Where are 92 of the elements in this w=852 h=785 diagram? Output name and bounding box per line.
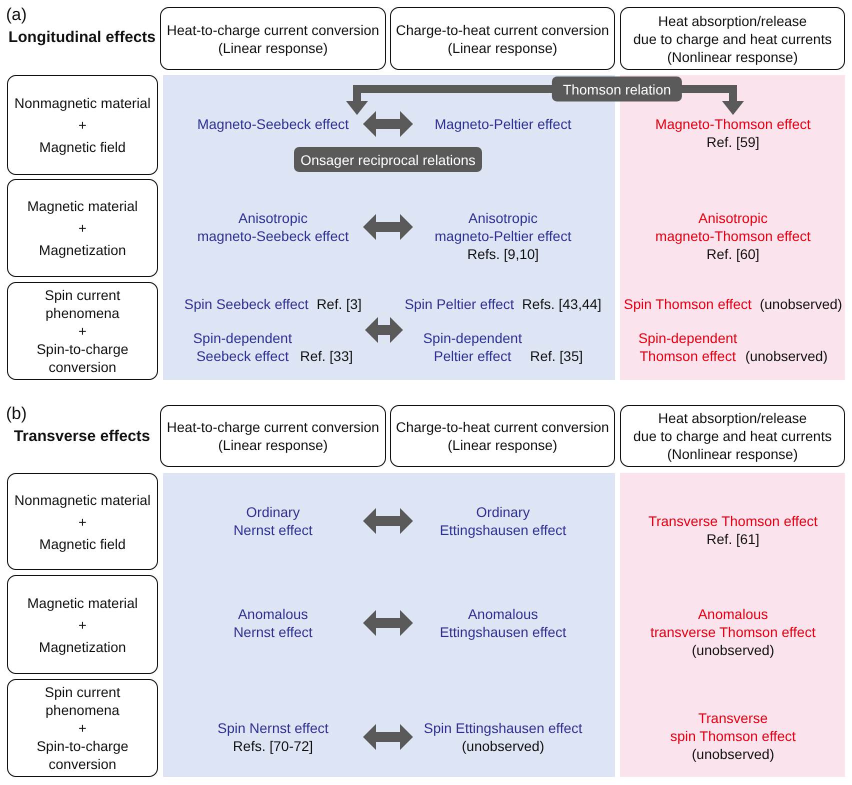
panel-title: Transverse effects xyxy=(14,428,150,447)
column-header xyxy=(620,7,845,70)
effect-name: Spin Thomson effect xyxy=(624,295,752,313)
effect-name: Anomalous Nernst effect xyxy=(233,605,313,641)
row-header-text: Magnetic material xyxy=(27,197,138,215)
row-header xyxy=(7,179,158,277)
effect-name: Transverse Thomson effect xyxy=(648,512,818,530)
effect-name: Spin Seebeck effect xyxy=(184,295,309,313)
row-header-text: Nonmagnetic material xyxy=(14,94,151,112)
row-header-text: Spin-to-charge conversion xyxy=(36,340,128,376)
row-header-text: Magnetic field xyxy=(39,534,126,552)
row-header-text: + xyxy=(78,512,87,530)
row-header-text: + xyxy=(78,322,87,340)
effect-name: Ordinary Nernst effect xyxy=(233,503,313,539)
shaded-column xyxy=(620,473,845,777)
row-header-text: + xyxy=(78,219,87,237)
row-header xyxy=(7,575,158,674)
row-header-text: + xyxy=(78,719,87,737)
note-text: Refs. [43,44] xyxy=(522,295,602,313)
row-header-text: Spin-to-charge conversion xyxy=(36,737,128,773)
header-text: (Linear response) xyxy=(218,38,328,56)
header-text: Charge-to-heat current conversion xyxy=(396,418,610,436)
effect-name: Spin Ettingshausen effect xyxy=(424,719,582,737)
row-header-text: Magnetic field xyxy=(39,138,126,156)
note-text: Ref. [35] xyxy=(530,347,583,365)
effect-name: Magneto-Seebeck effect xyxy=(197,115,349,133)
note-text: Ref. [33] xyxy=(300,347,353,365)
row-header-text: Spin current phenomena xyxy=(44,683,120,719)
double-arrow xyxy=(363,610,413,636)
relation-tag: Onsager reciprocal relations xyxy=(294,147,482,172)
note-text: Refs. [70-72] xyxy=(232,737,314,755)
row-header xyxy=(7,282,158,380)
header-text: Charge-to-heat current conversion xyxy=(396,20,610,38)
header-text: Heat-to-charge current conversion xyxy=(166,20,380,38)
note-text: Ref. [59] xyxy=(706,133,760,151)
row-header xyxy=(7,75,158,175)
row-header-text: Spin current phenomena xyxy=(44,286,120,322)
edge-label: Thomson relation xyxy=(552,76,682,102)
note-text: (unobserved) xyxy=(760,295,842,313)
note-text: Ref. [3] xyxy=(316,295,362,313)
double-arrow xyxy=(363,214,413,240)
effect-name: Anomalous transverse Thomson effect xyxy=(650,605,816,641)
effect-name: Anisotropic magneto-Thomson effect xyxy=(655,209,811,245)
header-text: (Linear response) xyxy=(218,436,328,454)
effect-name: Anisotropic magneto-Seebeck effect xyxy=(197,209,349,245)
effect-name: Magneto-Thomson effect xyxy=(655,115,811,133)
note-text: (unobserved) xyxy=(745,347,828,365)
column-header xyxy=(620,405,845,467)
effect-name: Spin-dependent Seebeck effect xyxy=(193,329,292,365)
panel-label: (b) xyxy=(6,404,27,424)
panel-title: Longitudinal effects xyxy=(8,29,156,48)
header-text: Heat absorption/release due to charge and heat currents xyxy=(633,12,832,48)
row-header-text: Magnetization xyxy=(38,638,126,656)
column-header xyxy=(390,405,615,467)
note-text: (unobserved) xyxy=(462,737,544,755)
row-header-text: Magnetization xyxy=(38,241,126,259)
shaded-column xyxy=(620,75,845,380)
column-header xyxy=(160,405,386,467)
header-text: Heat-to-charge current conversion xyxy=(166,418,380,436)
shaded-column xyxy=(163,473,615,777)
effect-name: Magneto-Peltier effect xyxy=(434,115,572,133)
double-arrow xyxy=(363,111,413,137)
header-text: (Nonlinear response) xyxy=(667,48,798,66)
header-text: Heat absorption/release due to charge and heat currents xyxy=(633,409,832,445)
effect-name: Spin-dependent Thomson effect xyxy=(638,329,738,365)
effect-name: Spin-dependent Peltier effect xyxy=(423,329,522,365)
effect-name: Spin Nernst effect xyxy=(217,719,329,737)
effect-name: Anomalous Ettingshausen effect xyxy=(440,605,566,641)
row-header-text: + xyxy=(78,616,87,634)
effect-name: Transverse spin Thomson effect xyxy=(670,709,796,745)
header-text: (Linear response) xyxy=(448,436,558,454)
row-header-text: + xyxy=(78,116,87,134)
note-text: Ref. [60] xyxy=(706,245,760,263)
effect-name: Ordinary Ettingshausen effect xyxy=(440,503,566,539)
note-text: Ref. [61] xyxy=(706,530,760,548)
row-header-text: Magnetic material xyxy=(27,594,138,612)
note-text: Refs. [9,10] xyxy=(467,245,539,263)
effect-name: Anisotropic magneto-Peltier effect xyxy=(434,209,572,245)
header-text: (Linear response) xyxy=(448,38,558,56)
panel-label: (a) xyxy=(6,5,27,26)
note-text: (unobserved) xyxy=(692,745,774,763)
double-arrow xyxy=(363,508,413,534)
double-arrow xyxy=(363,724,413,750)
header-text: (Nonlinear response) xyxy=(667,445,798,463)
row-header xyxy=(7,473,158,570)
double-arrow xyxy=(365,317,403,343)
row-header xyxy=(7,679,158,777)
note-text: (unobserved) xyxy=(692,641,774,659)
column-header xyxy=(390,7,615,70)
effect-name: Spin Peltier effect xyxy=(404,295,514,313)
row-header-text: Nonmagnetic material xyxy=(14,490,151,508)
column-header xyxy=(160,7,386,70)
